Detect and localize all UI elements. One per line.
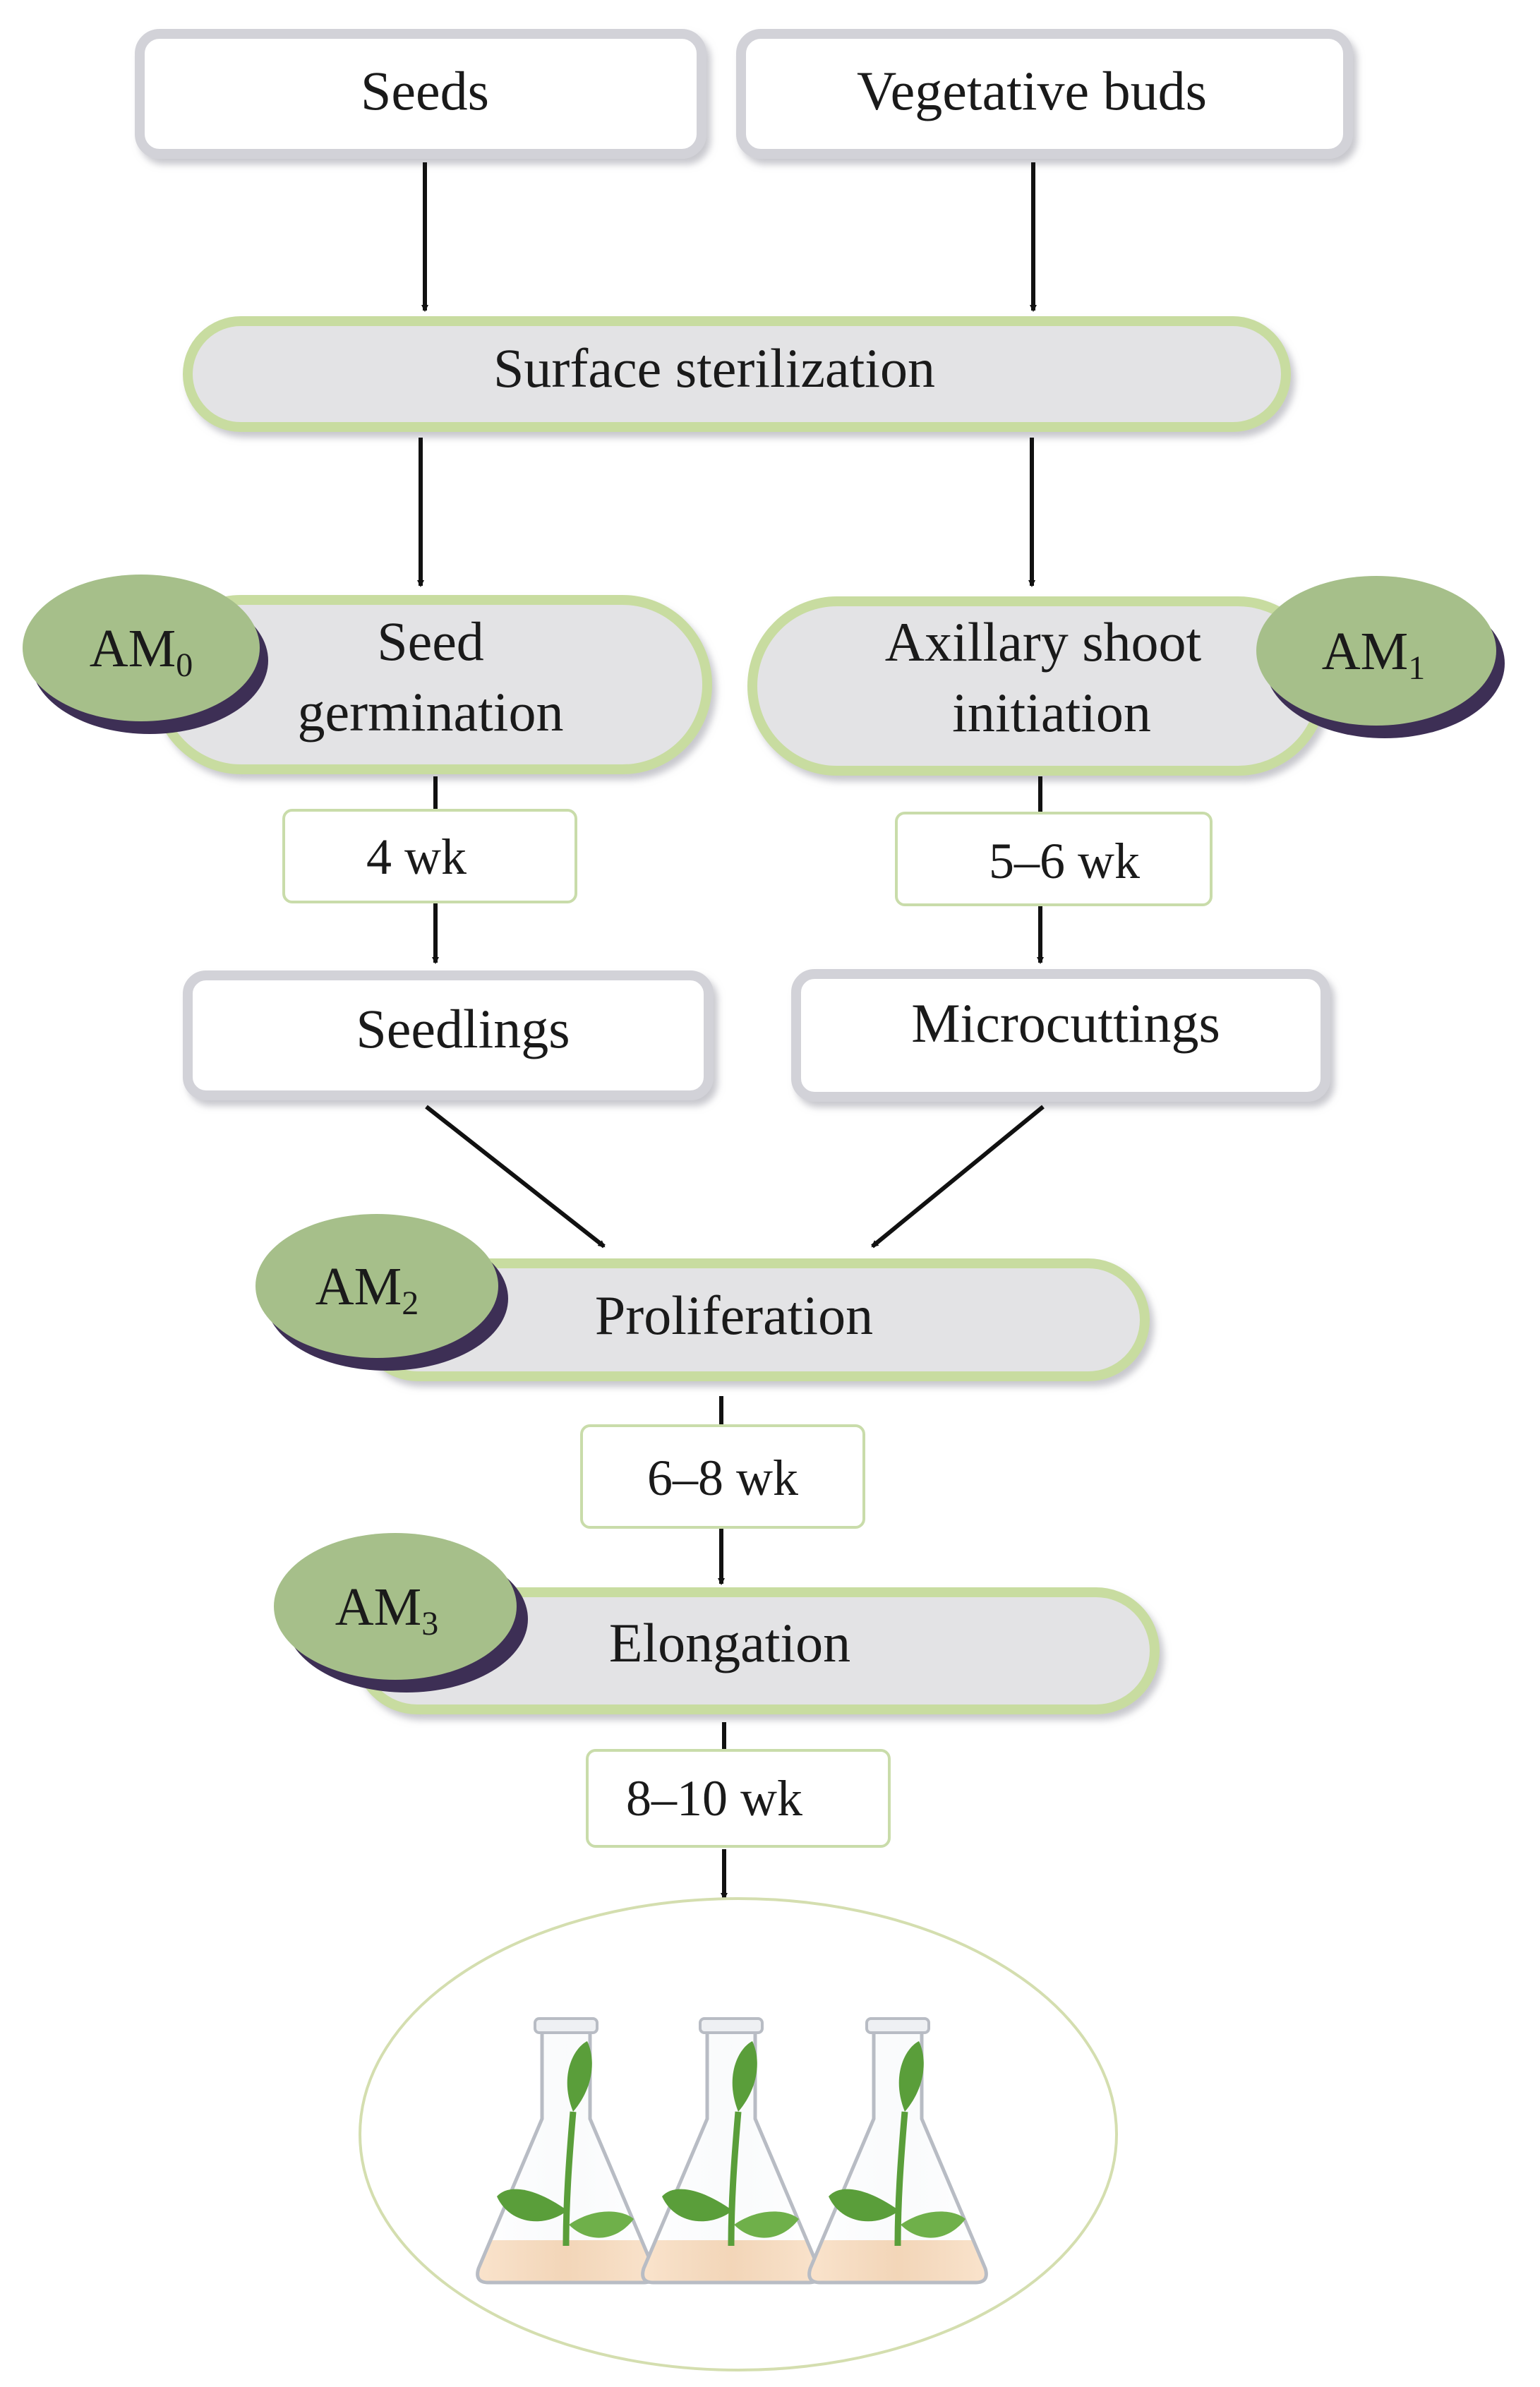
elongation-stage: Elongation	[354, 1587, 1160, 1714]
svg-text:AM3: AM3	[335, 1577, 438, 1642]
medium-badge-am2: AM2	[255, 1214, 508, 1371]
vegetative-buds-label: Vegetative buds	[857, 60, 1207, 121]
am2-subscript: 2	[402, 1285, 419, 1322]
medium-badge-am1: AM1	[1256, 576, 1505, 738]
axillary-label-line2: initiation	[952, 682, 1151, 743]
duration-box-proliferation: 6–8 wk	[580, 1424, 865, 1529]
elongation-label: Elongation	[609, 1612, 850, 1673]
surface-sterilization-stage: Surface sterilization	[183, 316, 1291, 432]
proliferation-label: Proliferation	[595, 1285, 873, 1346]
arrow-seedlings-to-proliferation	[425, 1105, 606, 1249]
medium-badge-am3: AM3	[274, 1533, 528, 1692]
result-plantlets	[359, 1897, 1118, 2371]
microcuttings-label: Microcuttings	[911, 992, 1220, 1054]
microcuttings-box: Microcuttings	[791, 969, 1330, 1102]
seedlings-box: Seedlings	[183, 970, 714, 1100]
proliferation-stage: Proliferation	[356, 1258, 1150, 1381]
am1-subscript: 1	[1408, 649, 1425, 687]
svg-text:AM1: AM1	[1322, 622, 1425, 687]
am1-base: AM	[1322, 622, 1408, 681]
duration-68wk-label: 6–8 wk	[647, 1450, 798, 1506]
am3-subscript: 3	[421, 1605, 438, 1642]
svg-text:AM0: AM0	[90, 619, 193, 684]
vegetative-buds-box: Vegetative buds	[736, 29, 1353, 159]
seedlings-label: Seedlings	[356, 998, 570, 1059]
seeds-label: Seeds	[361, 60, 489, 121]
surface-sterilization-label: Surface sterilization	[493, 337, 935, 399]
seed-germination-label-line1: Seed	[377, 611, 484, 672]
duration-4wk-label: 4 wk	[366, 829, 467, 885]
am2-base: AM	[315, 1257, 402, 1316]
am0-base: AM	[90, 619, 176, 678]
duration-box-axillary: 5–6 wk	[895, 812, 1213, 906]
seed-germination-stage: Seed germination	[152, 595, 712, 774]
axillary-shoot-initiation-stage: Axillary shoot initiation	[747, 596, 1328, 776]
flasks-with-plantlets-icon	[478, 2019, 987, 2283]
seed-germination-label-line2: germination	[298, 681, 564, 742]
duration-810wk-label: 8–10 wk	[626, 1770, 802, 1827]
duration-box-germination: 4 wk	[282, 809, 577, 903]
duration-56wk-label: 5–6 wk	[989, 833, 1140, 889]
duration-box-elongation: 8–10 wk	[586, 1749, 891, 1848]
medium-badge-am0: AM0	[23, 575, 268, 734]
svg-text:AM2: AM2	[315, 1257, 419, 1322]
am0-subscript: 0	[176, 647, 193, 684]
axillary-label-line1: Axillary shoot	[885, 611, 1202, 673]
arrow-microcuttings-to-proliferation	[871, 1105, 1045, 1249]
seeds-box: Seeds	[135, 29, 706, 159]
am3-base: AM	[335, 1577, 421, 1637]
